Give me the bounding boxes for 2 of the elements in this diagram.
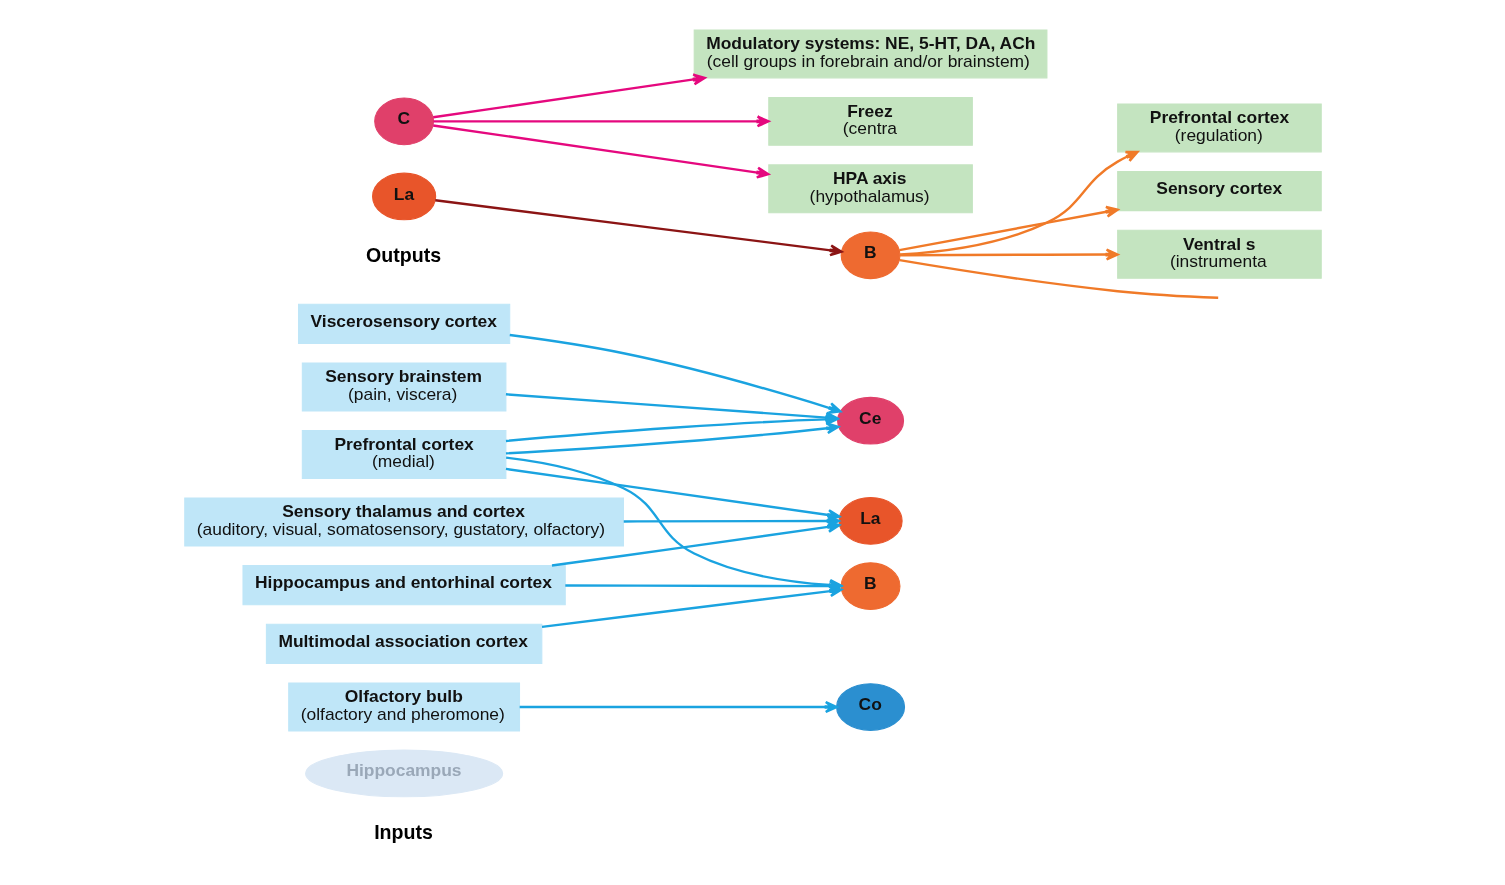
label: Outputs xyxy=(365,244,441,267)
label: Inputs xyxy=(373,821,433,844)
